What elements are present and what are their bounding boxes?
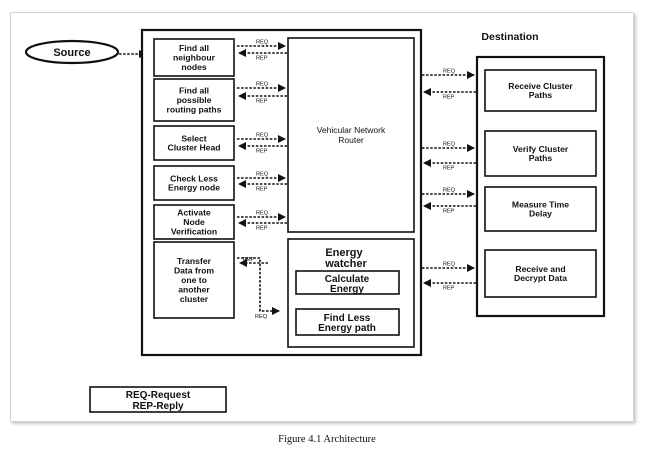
transfer-req-tag: REQ [255, 314, 268, 320]
right-rep-tag-1: REP [443, 95, 455, 101]
destination-step-1-line-1: Receive Cluster [508, 81, 573, 91]
find-less-energy-path-line-1: Find Less [324, 313, 371, 324]
right-req-tag-4: REQ [443, 262, 456, 268]
left-step-box-6 [153, 241, 235, 319]
left-step-box-4 [153, 165, 235, 201]
left-rep-tag-2: REP [256, 99, 268, 105]
legend-rep: REP-Reply [132, 401, 184, 412]
right-req-tag-2: REQ [443, 142, 456, 148]
calculate-energy-line-2: Energy [330, 284, 364, 295]
left-req-tag-5: REQ [256, 211, 269, 217]
router-label-line-1: Vehicular Network [317, 125, 386, 135]
left-rep-tag-5: REP [256, 226, 268, 232]
right-rep-tag-2: REP [443, 166, 455, 172]
left-step-1-line-1: Find all [179, 43, 209, 53]
right-req-rep-arrows: REQ REP REQ REP REQ REP REQ REP [422, 69, 476, 292]
left-step-box-1 [153, 38, 235, 77]
left-step-5-line-1: Activate [177, 208, 211, 218]
router-box [287, 37, 415, 233]
right-rep-tag-3: REP [443, 209, 455, 215]
left-step-1-line-2: neighbour [173, 53, 216, 63]
find-less-energy-path-line-2: Energy path [318, 323, 376, 334]
destination-step-4-line-1: Receive and [515, 264, 565, 274]
left-step-6-line-5: cluster [180, 294, 209, 304]
left-step-2-line-1: Find all [179, 86, 209, 96]
figure-caption: Figure 4.1 Architecture [278, 434, 376, 445]
left-step-2-line-2: possible [177, 95, 212, 105]
source-node [24, 39, 120, 65]
right-rep-tag-4: REP [443, 286, 455, 292]
left-step-2-line-3: routing paths [167, 104, 222, 114]
left-req-tag-4: REQ [256, 172, 269, 178]
destination-step-2-line-1: Verify Cluster [513, 144, 569, 154]
left-step-box-5 [153, 204, 235, 240]
left-req-tag-2: REQ [256, 82, 269, 88]
legend-req: REQ-Request [126, 390, 191, 401]
left-req-rep-arrows: REQ REP REQ REP REQ REP REQ REP REQ REP [237, 40, 287, 232]
transfer-rep-tag: REP [243, 257, 255, 263]
left-rep-tag-1: REP [256, 56, 268, 62]
destination-step-box-1 [484, 69, 597, 112]
left-step-3-line-2: Cluster Head [167, 143, 220, 153]
destination-step-1-line-2: Paths [529, 90, 553, 100]
left-rep-tag-3: REP [256, 149, 268, 155]
left-step-5-line-3: Verification [171, 226, 217, 236]
calculate-energy-box [295, 270, 400, 295]
left-req-tag-3: REQ [256, 133, 269, 139]
left-step-5-line-2: Node [183, 217, 205, 227]
destination-step-4-line-2: Decrypt Data [514, 273, 567, 283]
destination-step-3-line-1: Measure Time [512, 199, 569, 209]
destination-step-box-2 [484, 130, 597, 177]
find-less-energy-path-box [295, 308, 400, 336]
destination-step-box-4 [484, 249, 597, 298]
left-req-tag-1: REQ [256, 40, 269, 46]
left-step-3-line-1: Select [181, 133, 206, 143]
destination-step-2-line-2: Paths [529, 153, 553, 163]
router-label-line-2: Router [338, 135, 364, 145]
left-step-box-3 [153, 125, 235, 161]
right-req-tag-3: REQ [443, 188, 456, 194]
destination-step-3-line-2: Delay [529, 209, 552, 219]
source-label: Source [53, 47, 90, 59]
transfer-req-loop [237, 257, 280, 315]
left-step-6-line-3: one to [181, 275, 207, 285]
calculate-energy-line-1: Calculate [325, 274, 370, 285]
destination-step-box-3 [484, 186, 597, 232]
left-rep-tag-4: REP [256, 187, 268, 193]
left-step-6-line-4: another [178, 284, 210, 294]
legend-box [89, 386, 227, 413]
left-step-6-line-1: Transfer [177, 256, 212, 266]
left-step-6-line-2: Data from [174, 266, 214, 276]
left-step-4-line-1: Check Less [170, 173, 218, 183]
energy-watcher-title-line-1: Energy [325, 247, 363, 259]
right-req-tag-1: REQ [443, 69, 456, 75]
destination-label: Destination [481, 31, 538, 43]
energy-watcher-title-line-2: watcher [324, 258, 367, 270]
left-step-box-2 [153, 78, 235, 122]
left-step-1-line-3: nodes [181, 62, 207, 72]
left-step-4-line-2: Energy node [168, 183, 220, 193]
